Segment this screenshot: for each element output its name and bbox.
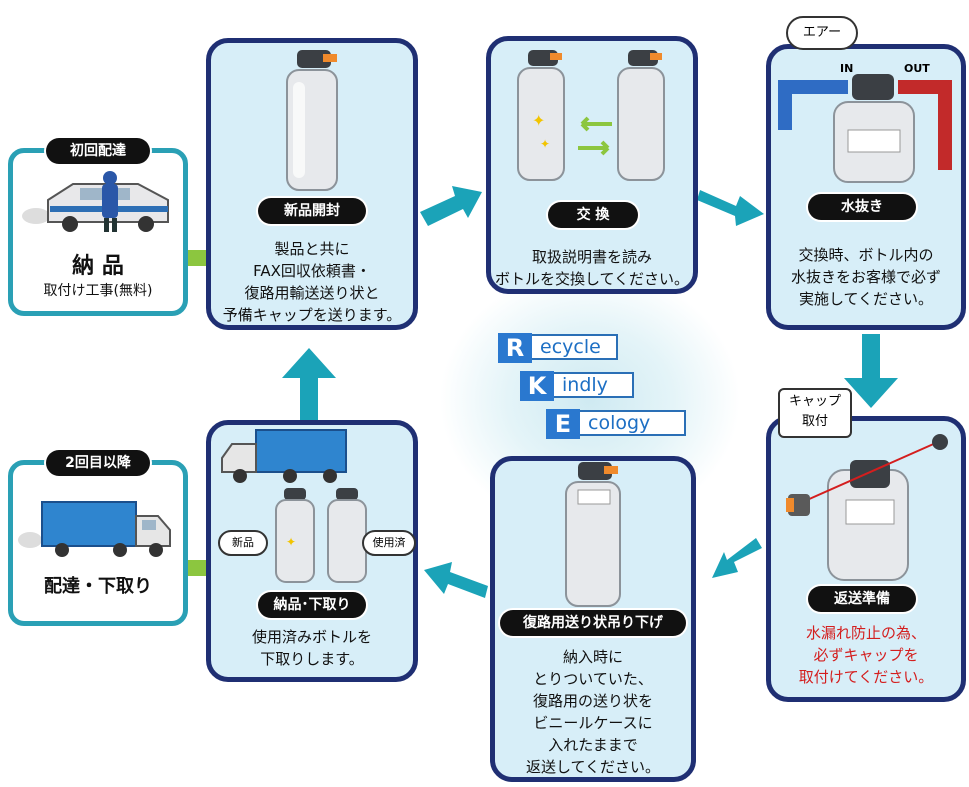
- step-drain-pill: 水抜き: [808, 194, 916, 220]
- truck-icon: [18, 501, 171, 557]
- step-exchange-text: 取扱説明書を読み ボトルを交換してください。: [494, 248, 690, 288]
- brand-word-recycle: ecycle: [540, 336, 601, 358]
- svg-text:✦: ✦: [540, 137, 550, 151]
- initial-delivery-subtitle: 取付け工事(無料): [43, 283, 153, 299]
- swap-arrows-icon: [578, 116, 612, 156]
- bottle-new-icon: ✦: [275, 488, 315, 583]
- arrow-drain-to-returnprep: [844, 334, 898, 408]
- air-bubble: エアー: [786, 16, 858, 50]
- step-delivery-pill: 納品･下取り: [258, 592, 366, 618]
- van-with-worker-icon: [22, 171, 169, 232]
- truck-icon: [221, 429, 347, 483]
- out-label: OUT: [904, 62, 930, 75]
- in-label: IN: [840, 62, 854, 75]
- repeat-delivery-pill: 2回目以降: [46, 450, 150, 476]
- cap-attach-bubble: キャップ 取付: [778, 388, 852, 438]
- new-label-bubble: 新品: [218, 530, 268, 556]
- bottle-icon: [286, 50, 338, 191]
- cap-attach-icon: [786, 434, 948, 581]
- arrow-unseal-to-exchange: [420, 186, 482, 226]
- step-drain-text: 交換時、ボトル内の 水抜きをお客様で必ず 実施してください。: [790, 246, 941, 308]
- brand-letter-e: E: [546, 409, 580, 439]
- brand-letter-k: K: [520, 371, 554, 401]
- brand-letter-r: R: [498, 333, 532, 363]
- step-returnlabel-pill: 復路用送り状吊り下げ: [500, 610, 686, 636]
- used-label-bubble: 使用済: [362, 530, 416, 556]
- brand-word-kindly: indly: [562, 374, 608, 396]
- repeat-delivery-title: 配達・下取り: [44, 576, 152, 597]
- arrow-exchange-to-drain: [697, 190, 764, 226]
- bottle-with-label-icon: [565, 462, 621, 607]
- step-returnprep-pill: 返送準備: [808, 586, 916, 612]
- bottle-old-icon: ✦✦: [517, 50, 565, 181]
- bottle-new-icon: [617, 50, 665, 181]
- arrow-returnlabel-to-delivery: [424, 562, 488, 598]
- step-unseal-text: 製品と共に FAX回収依頼書・ 復路用輸送送り状と 予備キャップを送ります。: [222, 240, 402, 324]
- step-returnprep-text: 水漏れ防止の為、 必ずキャップを 取付けてください。: [798, 624, 934, 686]
- step-unseal-pill: 新品開封: [258, 198, 366, 224]
- initial-delivery-card: [8, 148, 188, 316]
- bottle-used-icon: [327, 488, 367, 583]
- arrow-returnprep-to-returnlabel: [712, 538, 762, 578]
- step-returnlabel-text: 納入時に とりついていた、 復路用の送り状を ビニールケースに 入れたままで 返…: [525, 648, 661, 776]
- brand-word-ecology: cology: [588, 412, 651, 434]
- step-delivery-text: 使用済みボトルを 下取りします。: [251, 628, 372, 668]
- svg-text:✦: ✦: [532, 111, 545, 130]
- initial-delivery-pill: 初回配達: [46, 138, 150, 164]
- drain-pipes-icon: [778, 74, 952, 183]
- step-exchange-pill: 交 換: [548, 202, 638, 228]
- svg-text:✦: ✦: [286, 535, 296, 549]
- initial-delivery-title: 納 品: [72, 254, 124, 279]
- arrow-delivery-to-unseal: [282, 348, 336, 420]
